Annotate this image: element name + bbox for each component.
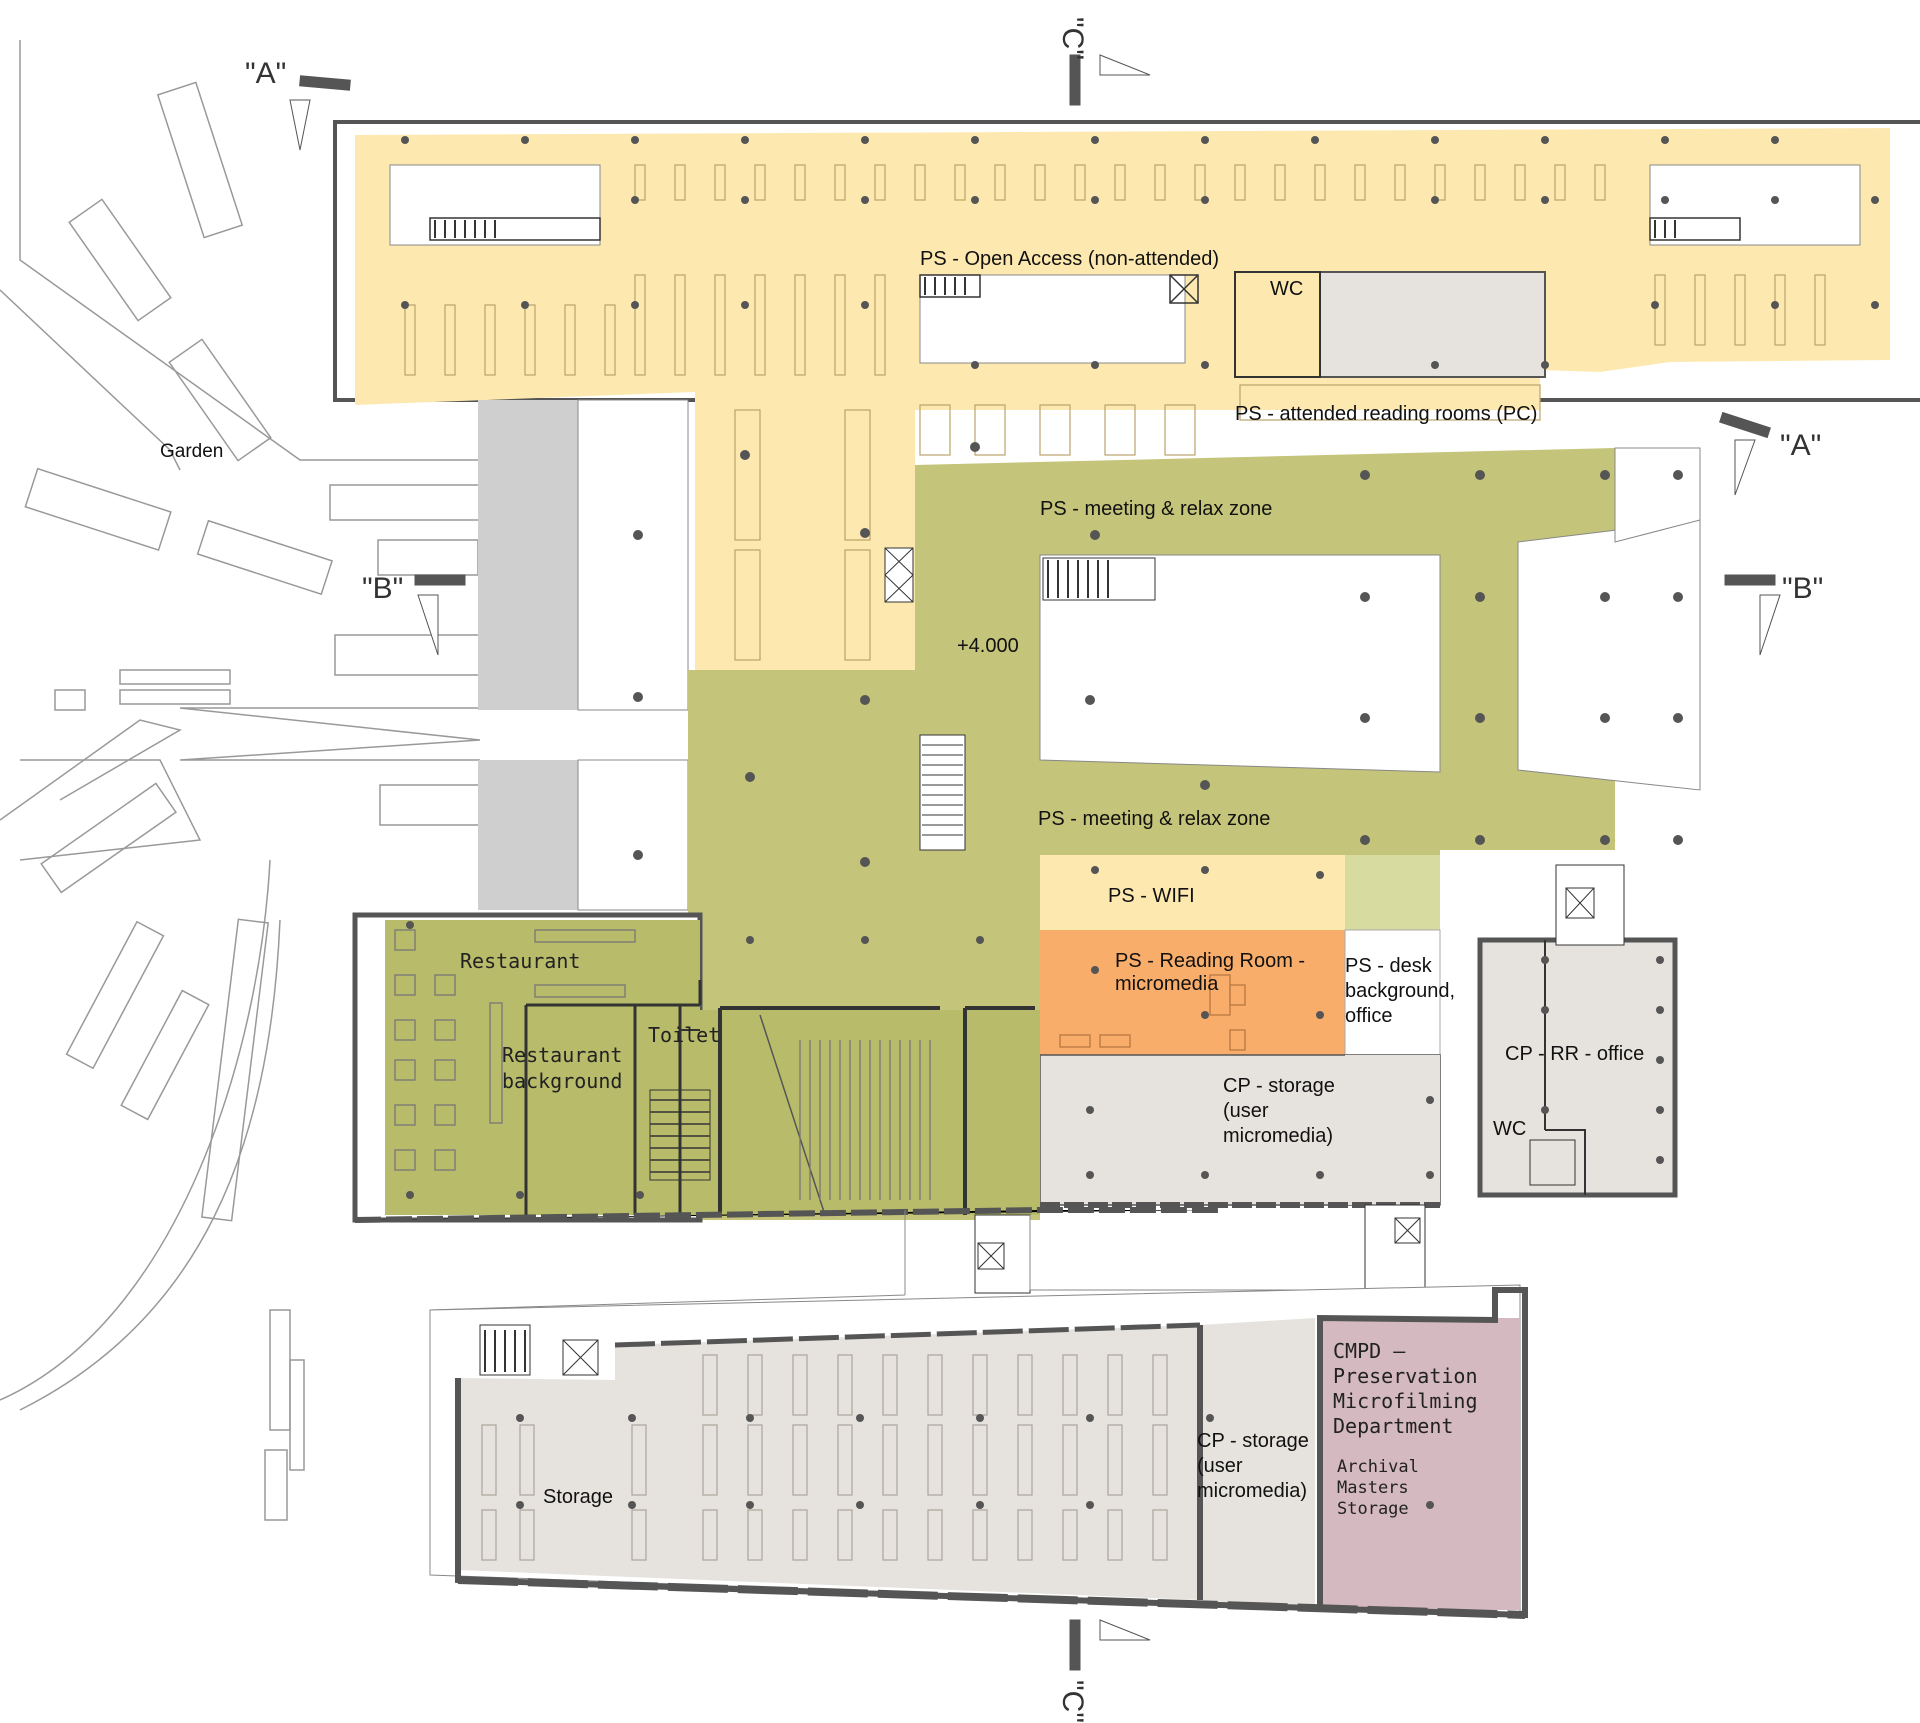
label-open-access: PS - Open Access (non-attended)	[920, 248, 1219, 270]
label-desk-3: office	[1345, 1005, 1392, 1027]
label-restaurant-bg-1: Restaurant	[502, 1043, 622, 1067]
label-reading-room-1: PS - Reading Room -	[1115, 950, 1305, 972]
storage-block	[429, 1284, 1528, 1619]
label-archival-3: Storage	[1337, 1499, 1409, 1519]
section-labels: "A" "A" "B" "B" "C" "C"	[245, 17, 1823, 1723]
cp-rr-office	[1477, 864, 1678, 1198]
cp-storage-mid	[1039, 1054, 1441, 1208]
label-wc-top: WC	[1270, 278, 1303, 300]
label-cp-storage2-3: micromedia)	[1197, 1480, 1307, 1502]
section-b-left: "B"	[362, 572, 403, 605]
label-level: +4.000	[957, 635, 1019, 657]
label-desk-1: PS - desk	[1345, 955, 1433, 977]
site-context	[0, 40, 556, 1521]
label-cp-storage-3: micromedia)	[1223, 1125, 1333, 1147]
label-cmpd-1: CMPD –	[1333, 1339, 1406, 1363]
section-b-right: "B"	[1782, 572, 1823, 605]
label-cmpd-2: Preservation	[1333, 1364, 1478, 1388]
reading-room-micromedia	[1040, 929, 1441, 1056]
label-desk-2: background,	[1345, 980, 1455, 1002]
labels: PS - Open Access (non-attended) WC PS - …	[160, 248, 1644, 1519]
label-cp-rr-office: CP - RR - office	[1505, 1043, 1644, 1065]
label-cp-storage2-2: (user	[1197, 1455, 1243, 1477]
label-wc-right: WC	[1493, 1118, 1526, 1140]
label-wifi: PS - WIFI	[1108, 885, 1195, 907]
restaurant-zone	[352, 912, 1220, 1223]
stairs-link	[429, 1204, 1426, 1311]
label-restaurant-bg-2: background	[502, 1069, 622, 1093]
label-reading-room-2: micromedia	[1115, 973, 1219, 995]
label-cp-storage-2: (user	[1223, 1100, 1269, 1122]
section-markers	[289, 54, 1781, 1671]
label-restaurant: Restaurant	[460, 949, 580, 973]
section-c-top: "C"	[1056, 17, 1089, 60]
section-c-bottom: "C"	[1056, 1680, 1089, 1723]
label-attended-reading: PS - attended reading rooms (PC)	[1235, 403, 1537, 425]
label-cmpd-4: Department	[1333, 1414, 1453, 1438]
label-garden: Garden	[160, 441, 223, 462]
grey-slab	[478, 399, 689, 911]
label-toilet: Toilet	[648, 1023, 720, 1047]
open-access-block	[333, 120, 1920, 670]
label-cp-storage-1: CP - storage	[1223, 1075, 1335, 1097]
label-archival-1: Archival	[1337, 1457, 1419, 1477]
label-archival-2: Masters	[1337, 1478, 1409, 1498]
section-a-right: "A"	[1780, 429, 1821, 462]
wifi-zone	[1040, 855, 1440, 930]
label-storage: Storage	[543, 1486, 613, 1508]
label-meeting-relax-1: PS - meeting & relax zone	[1040, 498, 1272, 520]
label-cmpd-3: Microfilming	[1333, 1389, 1478, 1413]
label-cp-storage2-1: CP - storage	[1197, 1430, 1309, 1452]
label-meeting-relax-2: PS - meeting & relax zone	[1038, 808, 1270, 830]
section-a-left: "A"	[245, 57, 286, 90]
